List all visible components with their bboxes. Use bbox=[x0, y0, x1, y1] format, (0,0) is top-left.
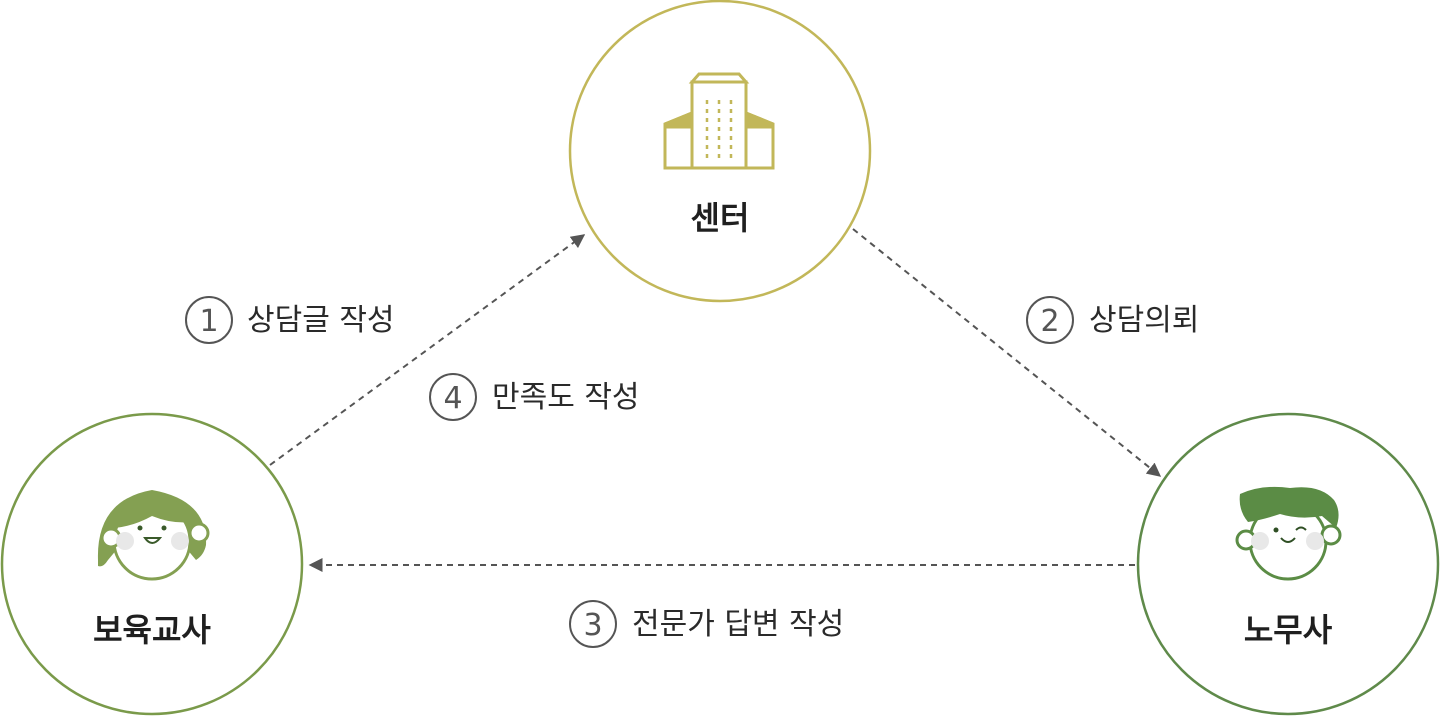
teacher-face-icon bbox=[97, 490, 210, 581]
step-4-number: 4 bbox=[443, 381, 462, 416]
step-1-number: 1 bbox=[199, 304, 218, 339]
step-4: 4 만족도 작성 bbox=[429, 373, 640, 421]
step-2-number: 2 bbox=[1040, 304, 1059, 339]
step-1: 1 상담글 작성 bbox=[185, 296, 395, 344]
step-2-badge bbox=[1026, 296, 1074, 344]
arrow-center-to-labor bbox=[852, 228, 1162, 477]
center-node: 센터 bbox=[568, 0, 872, 303]
labor-label: 노무사 bbox=[1244, 611, 1333, 649]
step-1-badge bbox=[185, 296, 233, 344]
step-3-text: 전문가 답변 작성 bbox=[632, 607, 844, 642]
teacher-node: 보육교사 bbox=[0, 412, 304, 716]
step-3-number: 3 bbox=[583, 608, 602, 643]
step-2-text: 상담의뢰 bbox=[1089, 303, 1199, 338]
step-3-badge bbox=[569, 600, 617, 648]
step-1-text: 상담글 작성 bbox=[247, 303, 395, 338]
step-4-text: 만족도 작성 bbox=[492, 380, 640, 415]
arrow-teacher-to-center bbox=[269, 234, 586, 466]
labor-face-icon bbox=[1235, 486, 1342, 581]
step-3: 3 전문가 답변 작성 bbox=[569, 600, 844, 648]
step-2: 2 상담의뢰 bbox=[1026, 296, 1199, 344]
teacher-label: 보육교사 bbox=[93, 611, 211, 649]
center-label: 센터 bbox=[691, 199, 750, 237]
building-icon bbox=[663, 72, 775, 170]
step-4-badge bbox=[429, 373, 477, 421]
labor-node: 노무사 bbox=[1136, 412, 1440, 716]
